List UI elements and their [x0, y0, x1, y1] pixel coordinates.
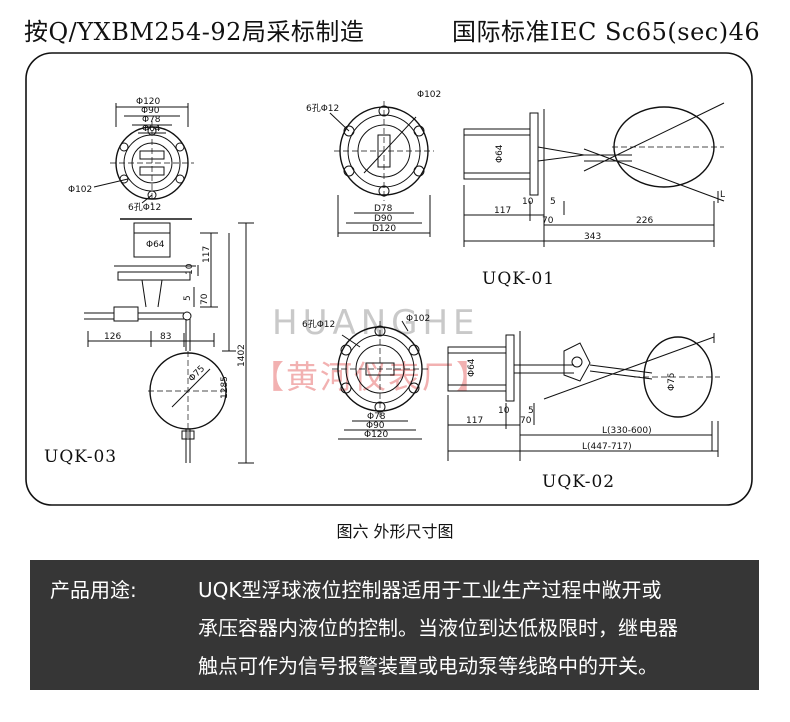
uqk01-dim-L: L [720, 190, 725, 200]
uqk03-model-label: UQK-03 [44, 447, 117, 467]
uqk02-bolt-hole [408, 382, 420, 394]
uqk02-linkage [563, 342, 591, 382]
uqk02-dim-d102: Φ102 [406, 314, 430, 324]
uqk02-dim-10: 10 [498, 406, 510, 416]
uqk01-bolt-hole [413, 125, 425, 137]
uqk02-dim-5: 5 [528, 406, 534, 416]
uqk01-bolt-hole [413, 165, 425, 177]
uqk02-dim-d75: Φ75 [667, 372, 677, 391]
usage-line: 触点可作为信号报警装置或电动泵等线路中的开关。 [198, 654, 658, 678]
usage-panel: 产品用途: UQK型浮球液位控制器适用于工业生产过程中敞开或 承压容器内液位的控… [30, 560, 759, 690]
uqk02-dim-d120: Φ120 [364, 430, 389, 440]
uqk03-dim-1402: 1402 [237, 344, 247, 367]
uqk02-drawing [332, 320, 720, 461]
uqk03-bolt-hole [119, 142, 129, 152]
uqk02-model-label: UQK-02 [542, 472, 615, 492]
uqk03-dim-126: 126 [104, 332, 121, 342]
usage-line: 承压容器内液位的控制。当液位到达低极限时，继电器 [198, 616, 678, 640]
uqk02-dim-d90: Φ90 [366, 421, 385, 431]
uqk03-dim-1285: 1285 [220, 376, 230, 399]
uqk01-dim-d78: D78 [374, 204, 393, 214]
uqk03-dim-117: 117 [202, 246, 212, 263]
manufacturing-standard: 按Q/YXBM254-92局采标制造 [24, 18, 365, 46]
uqk03-dim-d90: Φ90 [141, 106, 160, 116]
usage-line: UQK型浮球液位控制器适用于工业生产过程中敞开或 [198, 578, 662, 602]
uqk03-dim-d64-top: Φ64 [142, 124, 161, 134]
uqk01-bolt-hole [343, 165, 355, 177]
uqk03-dim-5: 5 [183, 295, 193, 301]
uqk03-counterweight [113, 306, 139, 322]
uqk02-dim-117: 117 [466, 416, 483, 426]
uqk01-drawing [329, 101, 725, 247]
uqk01-holes: 6孔Φ12 [306, 103, 339, 114]
uqk03-dim-83: 83 [160, 332, 171, 342]
uqk02-dim-70: 70 [520, 416, 532, 426]
uqk01-dim-70: 70 [542, 216, 554, 226]
uqk03-dim-d75: Φ75 [187, 364, 207, 384]
uqk02-bolt-hole [408, 344, 420, 356]
drawing-svg: HUANGHE 【黄河仪表厂】 [25, 52, 753, 506]
uqk03-housing [133, 222, 171, 258]
uqk02-mount-flange [505, 334, 515, 402]
usage-label: 产品用途: [50, 578, 137, 602]
uqk03-bolt-hole [175, 142, 185, 152]
uqk01-dim-117: 117 [494, 206, 511, 216]
uqk03-dim-d102: Φ102 [68, 185, 92, 195]
uqk02-dim-d64: Φ64 [467, 358, 477, 377]
international-standard: 国际标准IEC Sc65(sec)46 [452, 18, 761, 46]
uqk03-dim-d120: Φ120 [136, 97, 161, 107]
uqk03-labels: Φ120 Φ90 Φ78 Φ64 Φ102 6孔Φ12 Φ64 10 117 5… [44, 97, 247, 467]
uqk03-dim-10: 10 [185, 263, 195, 275]
uqk03-dim-d64: Φ64 [146, 240, 165, 250]
uqk03-dim-70: 70 [200, 293, 210, 305]
watermark-english: HUANGHE [272, 303, 480, 343]
figure-caption: 图六 外形尺寸图 [336, 522, 454, 541]
dimension-drawing: HUANGHE 【黄河仪表厂】 [24, 51, 754, 507]
uqk01-mount-flange [529, 112, 539, 196]
uqk01-bolt-hole [343, 125, 355, 137]
uqk03-mount-flange [117, 271, 191, 281]
uqk01-dim-d102: Φ102 [417, 90, 441, 100]
header: 按Q/YXBM254-92局采标制造 国际标准IEC Sc65(sec)46 [0, 10, 790, 46]
uqk02-labels: 6孔Φ12 Φ102 Φ64 Φ78 Φ90 Φ120 117 10 5 70 … [302, 314, 677, 492]
uqk01-dim-d120: D120 [372, 224, 396, 234]
uqk02-dim-d78: Φ78 [367, 412, 386, 422]
uqk02-dim-L2: L(447-717) [582, 442, 632, 452]
uqk01-dim-10: 10 [522, 197, 534, 207]
uqk01-dim-343: 343 [584, 232, 601, 242]
uqk01-dim-5: 5 [550, 197, 556, 207]
uqk01-model-label: UQK-01 [482, 269, 555, 289]
uqk02-bolt-hole [340, 382, 352, 394]
uqk01-dim-d90: D90 [374, 214, 393, 224]
uqk01-labels: 6孔Φ12 Φ102 Φ64 D78 D90 D120 117 10 5 70 … [306, 90, 725, 289]
uqk03-drawing [84, 103, 254, 464]
uqk02-holes: 6孔Φ12 [302, 319, 335, 330]
uqk03-bolt-hole [175, 174, 185, 184]
uqk01-dim-d64: Φ64 [495, 144, 505, 163]
uqk02-dim-L1: L(330-600) [602, 426, 652, 436]
uqk03-dim-d78: Φ78 [142, 115, 161, 125]
uqk01-dim-226: 226 [636, 216, 653, 226]
watermark-chinese: 【黄河仪表厂】 [252, 358, 490, 396]
uqk03-holes: 6孔Φ12 [128, 202, 161, 213]
uqk02-bolt-hole [340, 344, 352, 356]
drawing-frame [25, 52, 753, 506]
